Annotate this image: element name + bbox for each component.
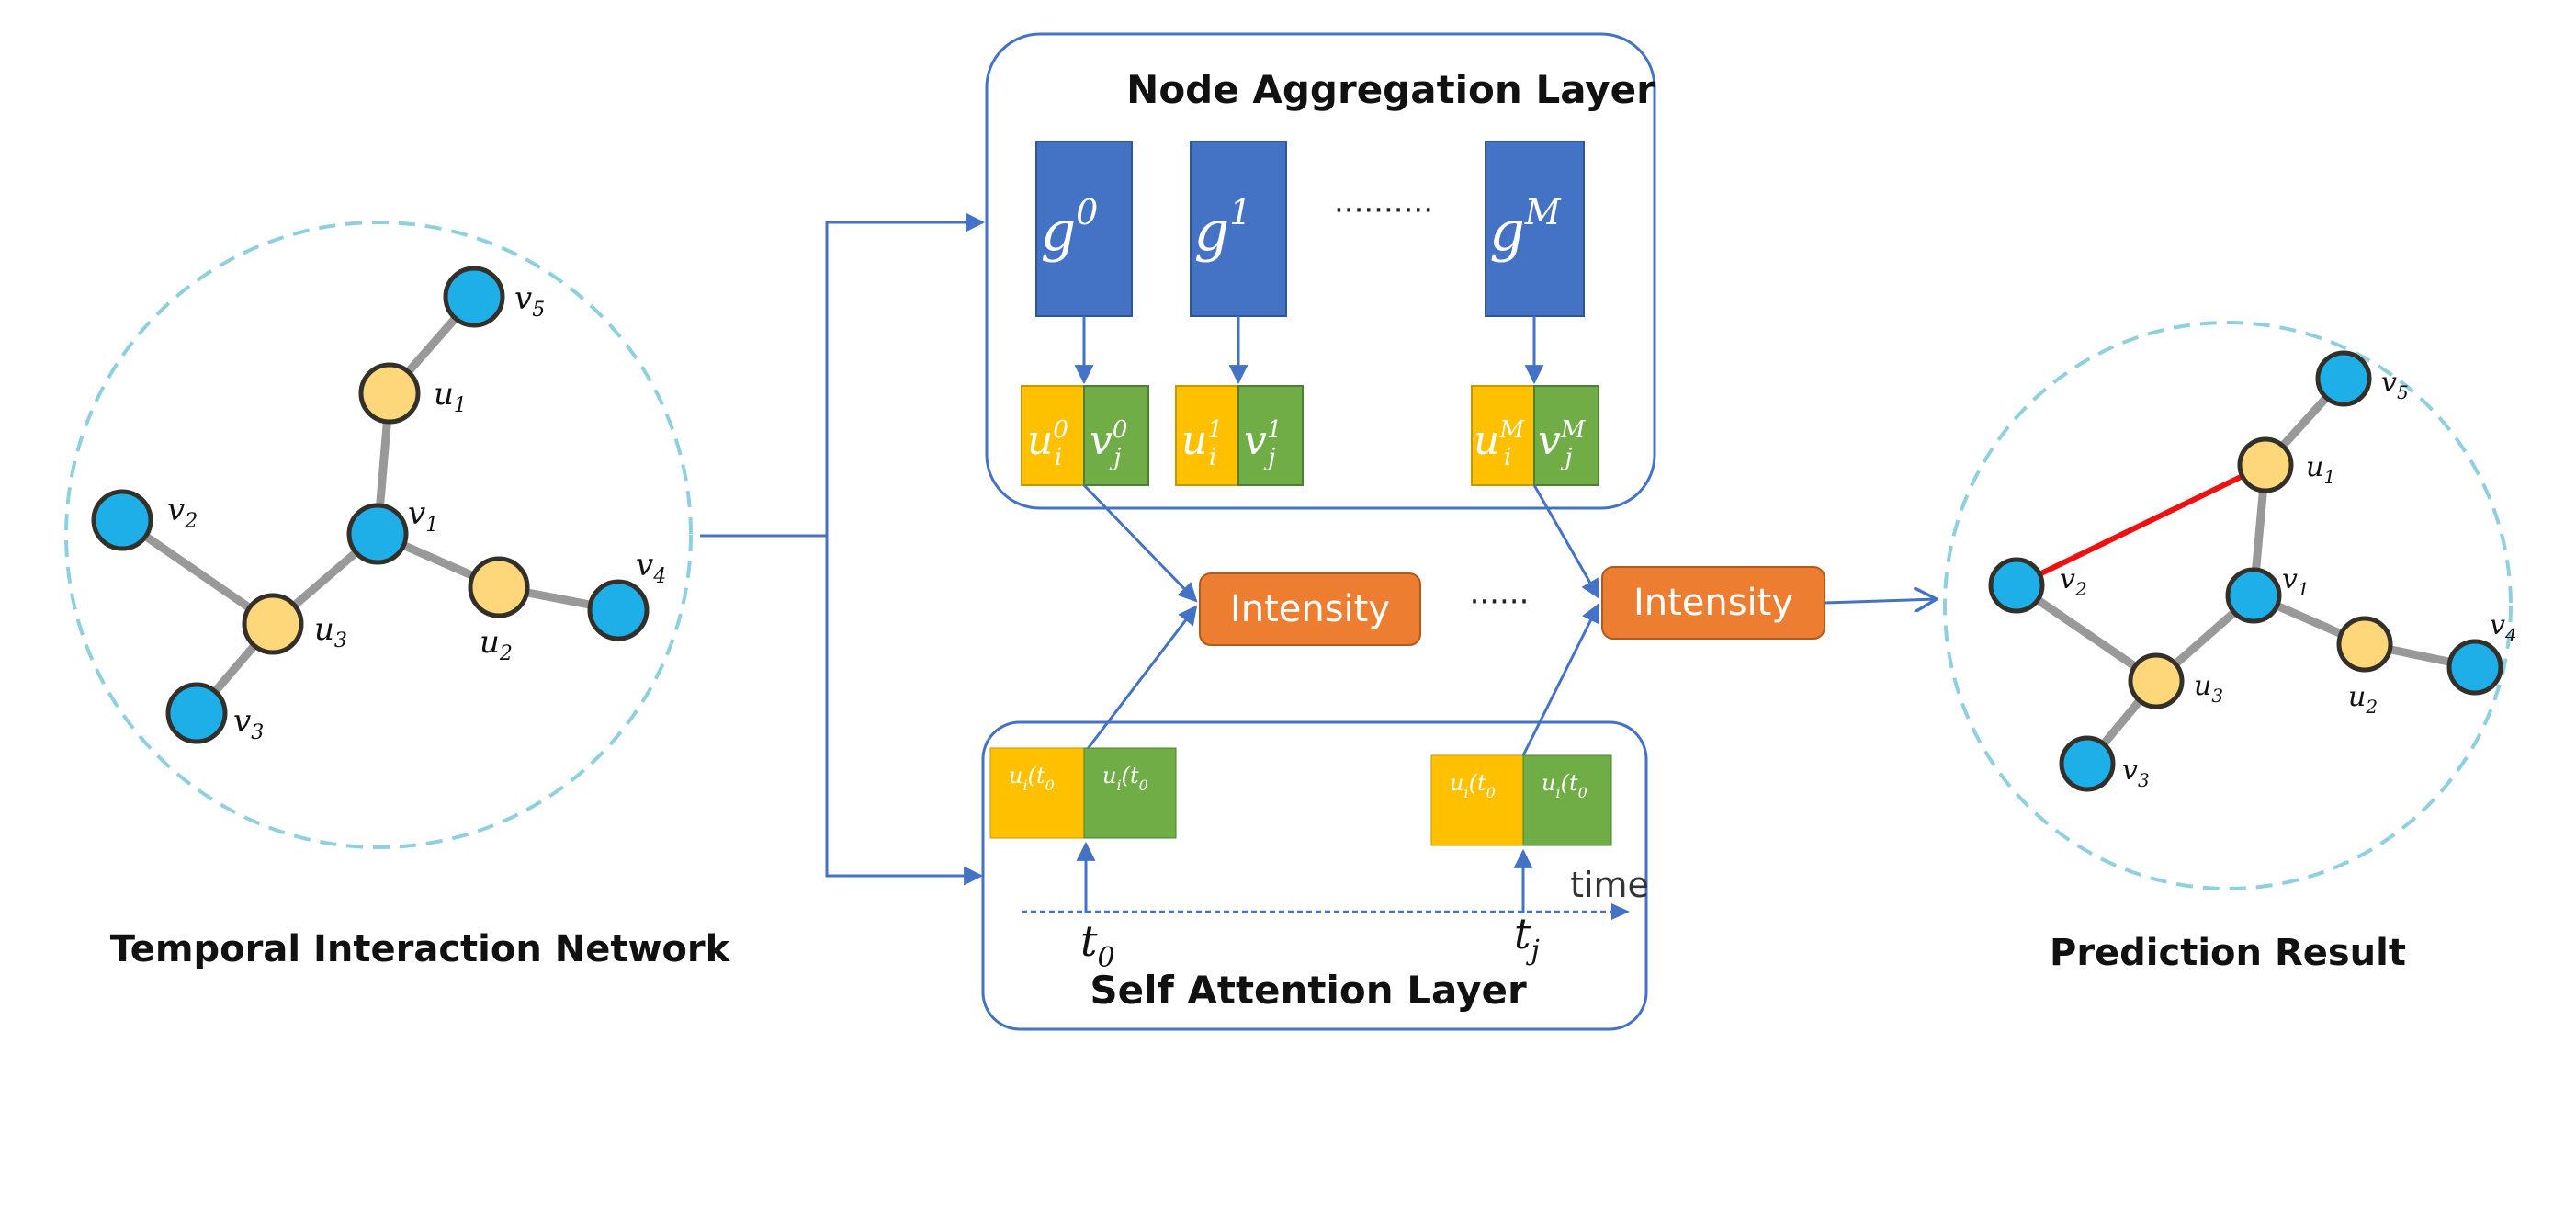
left-node-label-v5: v5 (514, 280, 545, 322)
right-node-u1 (2237, 436, 2294, 493)
right-node-v4 (2446, 639, 2503, 696)
right-node-label-u2: u2 (2348, 681, 2378, 718)
left-dashed-boundary (64, 221, 693, 849)
left-node-label-v4: v4 (636, 547, 666, 588)
connector-to-attention (825, 536, 984, 886)
left-node-label-u1: u1 (434, 376, 467, 417)
g0-label: g0 (1041, 192, 1099, 264)
intensity-label-1: Intensity (1230, 588, 1390, 630)
arrow-pairM-to-intensity2 (1532, 484, 1600, 599)
temporal-interaction-network: v5 u1 v1 v2 u3 u2 v4 v3 Temporal Interaction Ne… (64, 221, 731, 970)
arrow-attention1-to-intensity1 (1082, 605, 1198, 754)
right-node-label-v5: v5 (2381, 367, 2409, 403)
attention-frame (981, 720, 1648, 1031)
v1-box (1237, 385, 1304, 486)
right-node-v5 (2315, 350, 2372, 407)
arrow-pair0-to-intensity1 (1082, 483, 1198, 603)
att-v-label-2: ui(t0 (1542, 770, 1587, 801)
intensity-box-1 (1199, 572, 1421, 646)
left-node-label-v2: v2 (167, 492, 198, 533)
left-node-label-u2: u2 (480, 624, 513, 665)
left-node-v2 (91, 489, 153, 551)
right-node-label-v3: v3 (2122, 754, 2150, 791)
r-edge-u3-v2 (2012, 581, 2161, 686)
left-node-u3 (242, 593, 304, 655)
right-node-v3 (2059, 735, 2116, 792)
left-node-label-u3: u3 (314, 611, 347, 652)
g1-box (1190, 141, 1287, 317)
att-v-box-1 (1083, 747, 1177, 839)
right-node-label-v2: v2 (2060, 563, 2087, 600)
t0-label: t0 (1080, 916, 1115, 974)
u1-box (1175, 385, 1239, 486)
arrow-intensity-to-prediction (1824, 599, 1937, 603)
left-node-v5 (443, 266, 505, 328)
right-node-label-u3: u3 (2194, 670, 2223, 707)
gM-label: gM (1489, 192, 1561, 264)
predicted-edge-v2-u1 (2014, 462, 2268, 588)
right-node-label-v4: v4 (2490, 609, 2517, 646)
prediction-result: v5 u1 v1 v2 u3 u2 v4 v3 Prediction Result (1943, 321, 2517, 974)
right-node-v1 (2225, 567, 2282, 624)
left-node-v3 (165, 682, 228, 744)
att-u-box-2 (1430, 754, 1524, 846)
att-v-box-2 (1522, 754, 1612, 846)
right-node-u3 (2128, 652, 2185, 709)
input-connectors (700, 212, 986, 886)
right-node-v2 (1988, 557, 2045, 614)
right-dashed-boundary (1943, 321, 2513, 890)
left-node-v1 (346, 503, 409, 565)
left-node-u1 (358, 362, 421, 425)
aggregation-title: Node Aggregation Layer (1126, 67, 1655, 112)
att-u-box-1 (989, 747, 1085, 839)
time-label: time (1570, 865, 1649, 905)
uM-box (1471, 385, 1535, 486)
right-caption: Prediction Result (2050, 932, 2406, 974)
v0-box (1083, 385, 1149, 486)
att-u-label-2: ui(t0 (1450, 770, 1496, 801)
u0-box (1021, 385, 1085, 486)
gM-box (1485, 141, 1585, 317)
att-v-label-1: ui(t0 (1102, 763, 1148, 794)
right-node-u2 (2336, 616, 2393, 673)
right-node-label-u1: u1 (2306, 451, 2335, 488)
time-axis-arrowhead (1611, 903, 1630, 920)
tj-label: tj (1514, 909, 1540, 967)
aggregation-frame (985, 32, 1656, 510)
g1-label: g1 (1194, 192, 1252, 264)
left-node-u2 (468, 556, 530, 618)
left-node-v4 (587, 579, 650, 641)
att-u-label-1: ui(t0 (1009, 763, 1055, 794)
intensity-label-2: Intensity (1633, 582, 1793, 624)
intensity-ellipsis: ······ (1470, 584, 1530, 620)
node-aggregation-layer: Node Aggregation Layer g0 g1 gM ········… (985, 32, 1656, 510)
arrow-attention2-to-intensity2 (1521, 603, 1600, 756)
right-node-label-v1: v1 (2282, 563, 2310, 600)
attention-title: Self Attention Layer (1090, 968, 1527, 1013)
vM-box (1533, 385, 1599, 486)
left-node-label-v1: v1 (408, 495, 438, 537)
aggregation-ellipsis: ·········· (1334, 192, 1433, 229)
intensity-row: Intensity ······ Intensity (1199, 566, 1825, 646)
left-caption: Temporal Interaction Network (110, 928, 731, 970)
connector-to-aggregation (825, 212, 986, 536)
self-attention-layer: ui(t0 ui(t0 ui(t0 ui(t0 time t0 tj Self … (981, 720, 1649, 1031)
left-node-label-v3: v3 (233, 703, 264, 744)
g0-box (1035, 141, 1133, 317)
